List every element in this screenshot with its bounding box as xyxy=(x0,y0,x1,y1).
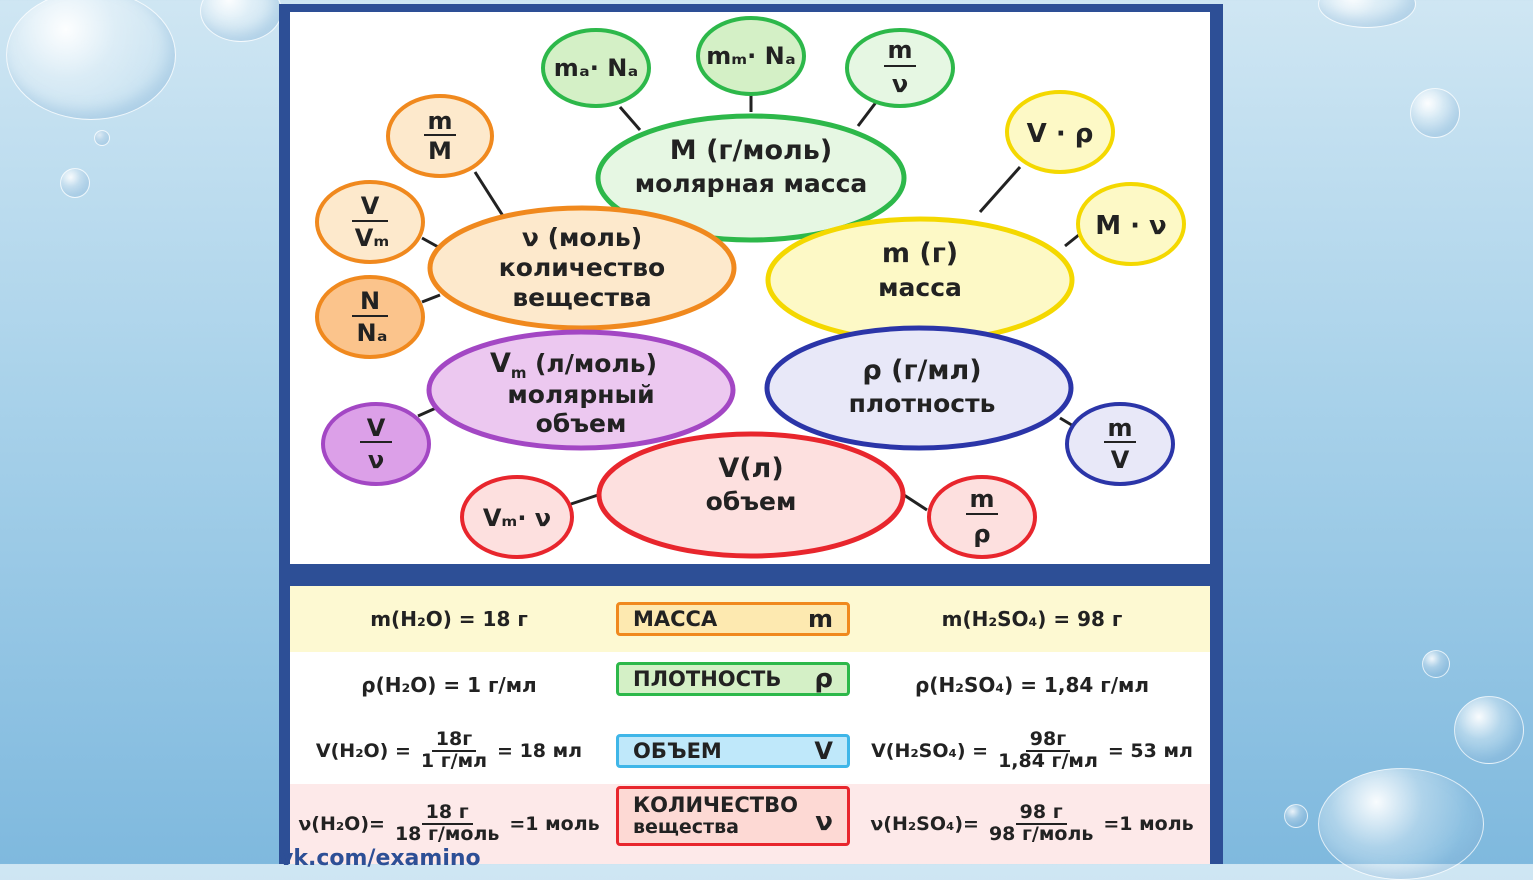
decorative-bubble-small xyxy=(94,130,110,146)
water-amount-fraction: 18 г 18 г/моль xyxy=(394,801,500,845)
molar-volume-node: Vm (л/моль) молярный объем xyxy=(426,329,736,451)
svg-text:mₐ· Nₐ: mₐ· Nₐ xyxy=(554,54,639,82)
svg-text:V: V xyxy=(1111,446,1130,474)
water-volume-fraction: 18г 1 г/мл xyxy=(420,728,488,772)
amount-title: ν (моль) xyxy=(522,223,642,252)
amount-sublabel: вещества xyxy=(633,816,739,839)
decorative-bubble-small xyxy=(60,168,90,198)
mass-label-box: МАССА m xyxy=(616,602,850,636)
decorative-bubble-right-mid xyxy=(1454,696,1524,764)
amount-node: ν (моль) количество вещества xyxy=(427,205,737,331)
acid-mass: m(H₂SO₄) = 98 г xyxy=(941,607,1123,631)
density-label: ПЛОТНОСТЬ xyxy=(633,667,782,691)
table-row-mass: m(H₂O) = 18 г МАССА m m(H₂SO₄) = 98 г xyxy=(290,586,1210,652)
molar-mass-node: M (г/моль) молярная масса xyxy=(595,113,907,243)
decorative-bubble-small-right xyxy=(1422,650,1450,678)
acid-amount-fraction: 98 г 98 г/моль xyxy=(988,801,1094,845)
formula-m-over-rho: m ρ xyxy=(927,475,1037,559)
svg-text:m: m xyxy=(969,485,994,513)
density-node: ρ (г/мл) плотность xyxy=(764,325,1074,451)
volume-node: V(л) объем xyxy=(596,431,906,559)
mass-label: масса xyxy=(878,273,962,302)
molar-mass-title: M (г/моль) xyxy=(670,135,832,166)
amount-symbol: ν xyxy=(815,807,833,837)
acid-volume: V(H₂SO₄) = 98г 1,84 г/мл = 53 мл xyxy=(871,728,1193,772)
density-label-box: ПЛОТНОСТЬ ρ xyxy=(616,662,850,696)
svg-text:m: m xyxy=(1107,414,1132,442)
density-label: плотность xyxy=(849,389,996,418)
formula-diagram-panel: M (г/моль) молярная масса ν (моль) колич… xyxy=(290,12,1210,564)
svg-text:ρ: ρ xyxy=(973,520,990,548)
density-title: ρ (г/мл) xyxy=(862,355,981,386)
svg-text:Nₐ: Nₐ xyxy=(356,319,387,347)
mass-label: МАССА xyxy=(633,607,718,631)
formula-Vm-nu: Vₘ· ν xyxy=(460,475,574,559)
volume-label: объем xyxy=(706,487,797,516)
decorative-bubble-top-right xyxy=(1318,0,1416,28)
water-volume: V(H₂O) = 18г 1 г/мл = 18 мл xyxy=(315,728,583,772)
formula-N-over-NA: N Nₐ xyxy=(315,275,425,359)
svg-text:V: V xyxy=(361,192,380,220)
decorative-bubble-tiny-right xyxy=(1284,804,1308,828)
formula-v-rho: V · ρ xyxy=(1005,90,1115,174)
watermark-link[interactable]: vk.com/examino xyxy=(279,846,481,871)
table-row-density: ρ(H₂O) = 1 г/мл ПЛОТНОСТЬ ρ ρ(H₂SO₄) = 1… xyxy=(290,652,1210,718)
formula-m-over-nu: m ν xyxy=(845,28,955,108)
svg-text:mₘ· Nₐ: mₘ· Nₐ xyxy=(706,42,795,70)
water-amount: ν(H₂O)= 18 г 18 г/моль =1 моль xyxy=(298,801,600,845)
table-row-amount: ν(H₂O)= 18 г 18 г/моль =1 моль КОЛИЧЕСТВ… xyxy=(290,784,1210,864)
formula-V-over-nu: V ν xyxy=(321,402,431,486)
mass-symbol: m xyxy=(807,605,833,633)
formula-mm-na: mₘ· Nₐ xyxy=(696,16,806,96)
acid-volume-fraction: 98г 1,84 г/мл xyxy=(998,728,1098,772)
svg-text:m: m xyxy=(427,107,452,135)
mass-title: m (г) xyxy=(882,238,958,269)
molar-mass-label: молярная масса xyxy=(635,169,868,198)
amount-label-1: количество xyxy=(499,253,665,282)
volume-symbol: V xyxy=(814,737,833,765)
table-row-volume: V(H₂O) = 18г 1 г/мл = 18 мл ОБЪЕМ V V(H₂… xyxy=(290,718,1210,784)
decorative-bubble-large-left xyxy=(6,0,176,120)
mass-node: m (г) масса xyxy=(765,216,1075,344)
svg-text:N: N xyxy=(360,287,380,315)
example-table: m(H₂O) = 18 г МАССА m m(H₂SO₄) = 98 г ρ(… xyxy=(290,586,1210,864)
formula-V-over-Vm: V Vₘ xyxy=(315,180,425,264)
formula-diagram: M (г/моль) молярная масса ν (моль) колич… xyxy=(315,16,1186,559)
volume-label: ОБЪЕМ xyxy=(633,739,722,763)
molar-volume-label-2: объем xyxy=(536,409,627,438)
formula-m-over-V: m V xyxy=(1065,402,1175,486)
svg-text:M · ν: M · ν xyxy=(1095,211,1167,241)
amount-label-box: КОЛИЧЕСТВО вещества ν xyxy=(616,786,850,846)
svg-text:Vₘ: Vₘ xyxy=(355,224,390,252)
formula-M-nu: M · ν xyxy=(1076,182,1186,266)
volume-title: V(л) xyxy=(718,453,783,484)
svg-text:m: m xyxy=(887,36,912,64)
water-density: ρ(H₂O) = 1 г/мл xyxy=(361,673,537,697)
molar-volume-title: (л/моль) xyxy=(535,349,657,378)
acid-amount: ν(H₂SO₄)= 98 г 98 г/моль =1 моль xyxy=(870,801,1194,845)
svg-text:V: V xyxy=(367,414,386,442)
molar-volume-symbol: Vm xyxy=(490,348,527,382)
svg-text:Vₘ· ν: Vₘ· ν xyxy=(483,504,551,532)
svg-text:ν: ν xyxy=(368,446,384,474)
formula-m-over-M: m M xyxy=(386,94,494,178)
decorative-bubble-bottom-right xyxy=(1318,768,1484,880)
amount-label: КОЛИЧЕСТВО xyxy=(633,793,798,817)
amount-label-2: вещества xyxy=(512,283,651,312)
formula-ma-na: mₐ· Nₐ xyxy=(541,28,651,108)
svg-text:V · ρ: V · ρ xyxy=(1027,119,1094,149)
molar-volume-label-1: молярный xyxy=(507,380,654,409)
acid-density: ρ(H₂SO₄) = 1,84 г/мл xyxy=(914,673,1149,697)
density-symbol: ρ xyxy=(814,664,833,694)
water-mass: m(H₂O) = 18 г xyxy=(370,607,528,631)
svg-text:ν: ν xyxy=(892,70,908,98)
decorative-bubble-right xyxy=(1410,88,1460,138)
decorative-bubble-top xyxy=(200,0,282,42)
volume-label-box: ОБЪЕМ V xyxy=(616,734,850,768)
svg-text:M: M xyxy=(428,137,452,165)
